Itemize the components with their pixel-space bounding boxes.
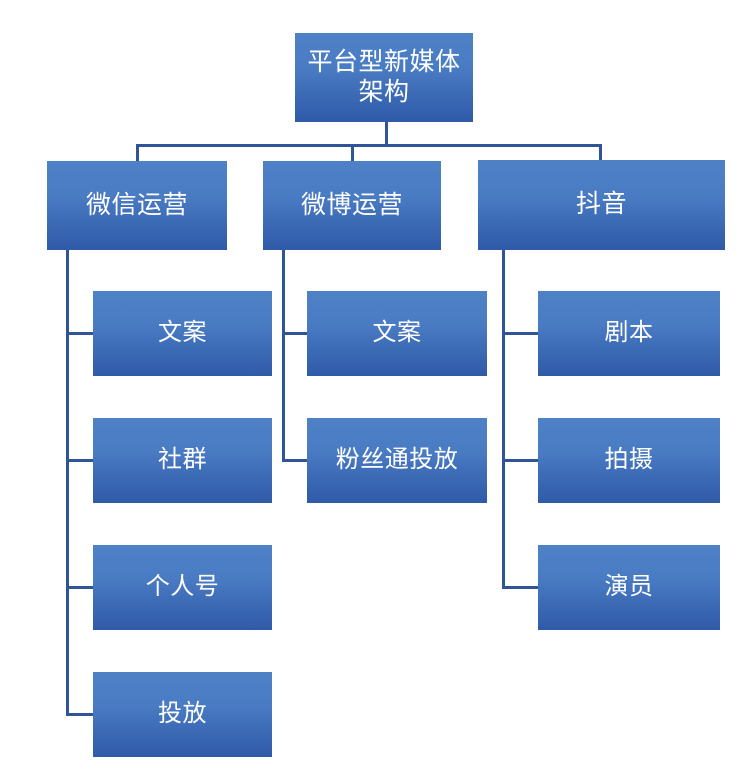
node-branch-wechat[interactable]: 微信运营 <box>47 161 227 250</box>
node-leaf-douyin-2[interactable]: 拍摄 <box>538 418 720 503</box>
connector-trunk-weibo <box>282 250 285 462</box>
connector-elbow-weibo-2 <box>282 459 310 462</box>
connector-trunk-wechat <box>66 250 69 716</box>
connector-root-stem <box>385 122 388 146</box>
node-leaf-wechat-2-label: 社群 <box>158 446 207 474</box>
node-leaf-weibo-2[interactable]: 粉丝通投放 <box>307 418 487 503</box>
connector-elbow-wechat-4 <box>66 713 94 716</box>
node-branch-weibo[interactable]: 微博运营 <box>263 161 441 250</box>
connector-elbow-douyin-3 <box>502 586 540 589</box>
node-leaf-douyin-3[interactable]: 演员 <box>538 545 720 630</box>
node-branch-wechat-label: 微信运营 <box>85 190 188 219</box>
node-root-label: 平台型新媒体架构 <box>307 48 461 106</box>
node-leaf-wechat-4[interactable]: 投放 <box>93 672 272 757</box>
node-leaf-weibo-1[interactable]: 文案 <box>307 291 487 376</box>
node-leaf-wechat-3[interactable]: 个人号 <box>93 545 272 630</box>
node-leaf-weibo-2-label: 粉丝通投放 <box>335 446 459 474</box>
connector-elbow-weibo-1 <box>282 332 310 335</box>
node-branch-douyin[interactable]: 抖音 <box>478 160 725 250</box>
connector-elbow-douyin-1 <box>502 332 540 335</box>
node-leaf-douyin-1-label: 剧本 <box>604 319 654 347</box>
node-leaf-douyin-3-label: 演员 <box>604 573 654 601</box>
connector-elbow-wechat-1 <box>66 332 94 335</box>
connector-elbow-wechat-2 <box>66 459 94 462</box>
node-branch-weibo-label: 微博运营 <box>300 190 403 219</box>
node-leaf-wechat-3-label: 个人号 <box>145 573 220 601</box>
connector-drop-branch-1 <box>136 144 139 162</box>
node-leaf-weibo-1-label: 文案 <box>372 319 422 347</box>
node-leaf-douyin-2-label: 拍摄 <box>604 446 654 474</box>
node-leaf-douyin-1[interactable]: 剧本 <box>538 291 720 376</box>
connector-root-bus <box>136 144 602 147</box>
node-leaf-wechat-1-label: 文案 <box>158 319 207 347</box>
connector-drop-branch-2 <box>351 144 354 162</box>
connector-drop-branch-3 <box>599 144 602 162</box>
connector-elbow-wechat-3 <box>66 586 94 589</box>
node-branch-douyin-label: 抖音 <box>575 190 627 219</box>
node-leaf-wechat-4-label: 投放 <box>158 700 207 728</box>
node-root[interactable]: 平台型新媒体架构 <box>295 33 473 122</box>
node-leaf-wechat-1[interactable]: 文案 <box>93 291 272 376</box>
node-leaf-wechat-2[interactable]: 社群 <box>93 418 272 503</box>
connector-trunk-douyin <box>502 250 505 589</box>
connector-elbow-douyin-2 <box>502 459 540 462</box>
